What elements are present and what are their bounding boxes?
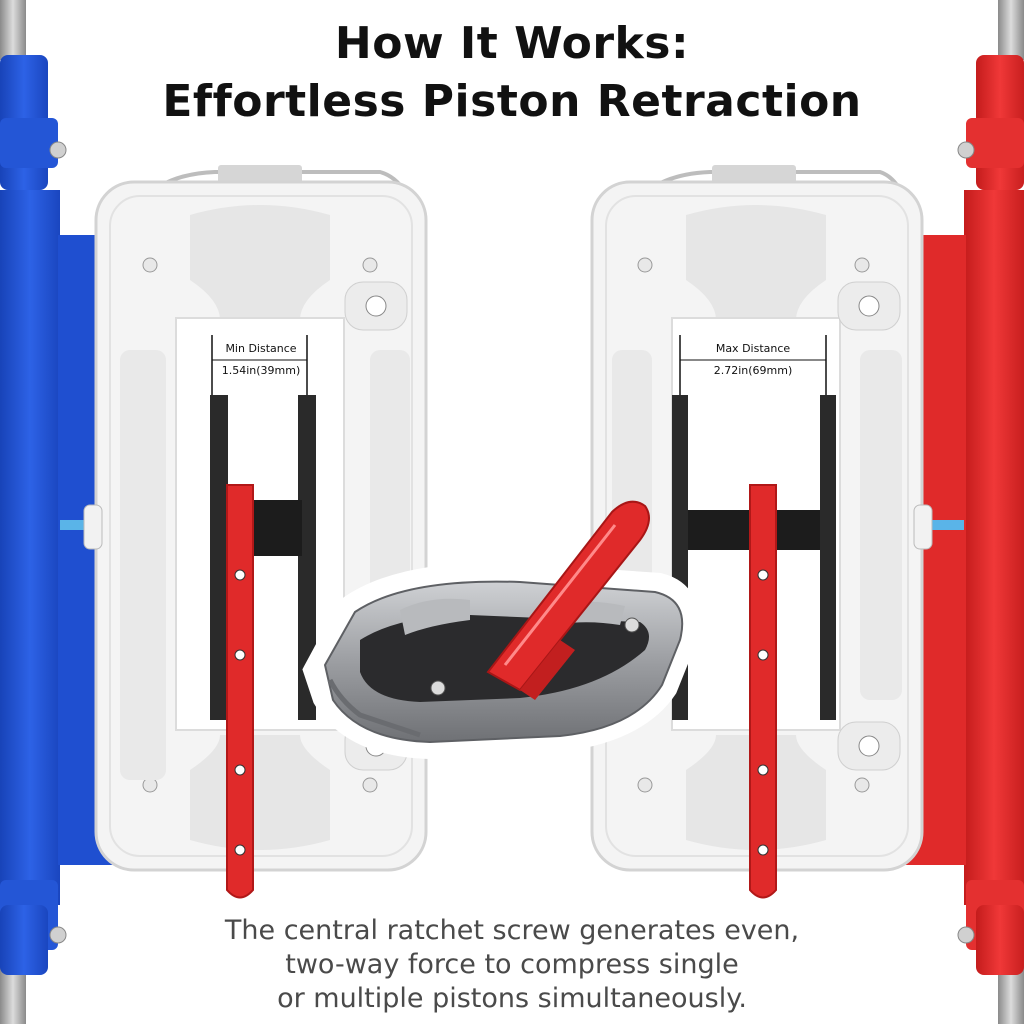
caption-line-3: or multiple pistons simultaneously. [277, 983, 747, 1014]
max-distance-label: Max Distance [715, 342, 791, 355]
caption-line-2: two-way force to compress single [285, 949, 739, 980]
min-distance-value: 1.54in(39mm) [221, 364, 301, 377]
max-distance-value: 2.72in(69mm) [713, 364, 793, 377]
inset-caliper-with-tool [302, 500, 699, 760]
right-caliper [590, 165, 933, 899]
headline-line-1: How It Works: [334, 18, 690, 69]
caption-line-1: The central ratchet screw generates even… [224, 915, 800, 946]
min-distance-label: Min Distance [225, 342, 297, 355]
headline-line-2: Effortless Piston Retraction [162, 76, 862, 127]
left-caliper [83, 165, 428, 899]
